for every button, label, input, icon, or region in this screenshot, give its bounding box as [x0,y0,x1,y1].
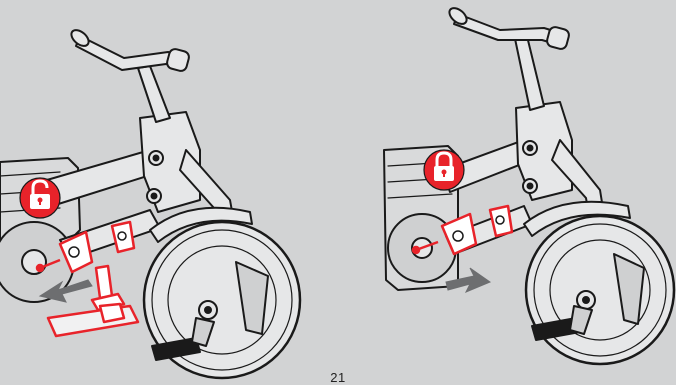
footrest-post [96,266,112,298]
lock-clip-b [112,222,134,252]
unlocked-padlock-icon [20,178,60,218]
front-wheel [526,216,674,364]
illustration-unlocked [0,0,338,381]
bike-illustration-left [0,0,338,381]
page-number: 21 [0,371,676,384]
illustration-locked [338,0,676,381]
footrest-bar [48,306,138,336]
bike-illustration-right [338,0,676,381]
handlebar-stem [514,32,544,110]
handlebar-stem [138,66,170,122]
locked-padlock-icon [424,150,464,190]
